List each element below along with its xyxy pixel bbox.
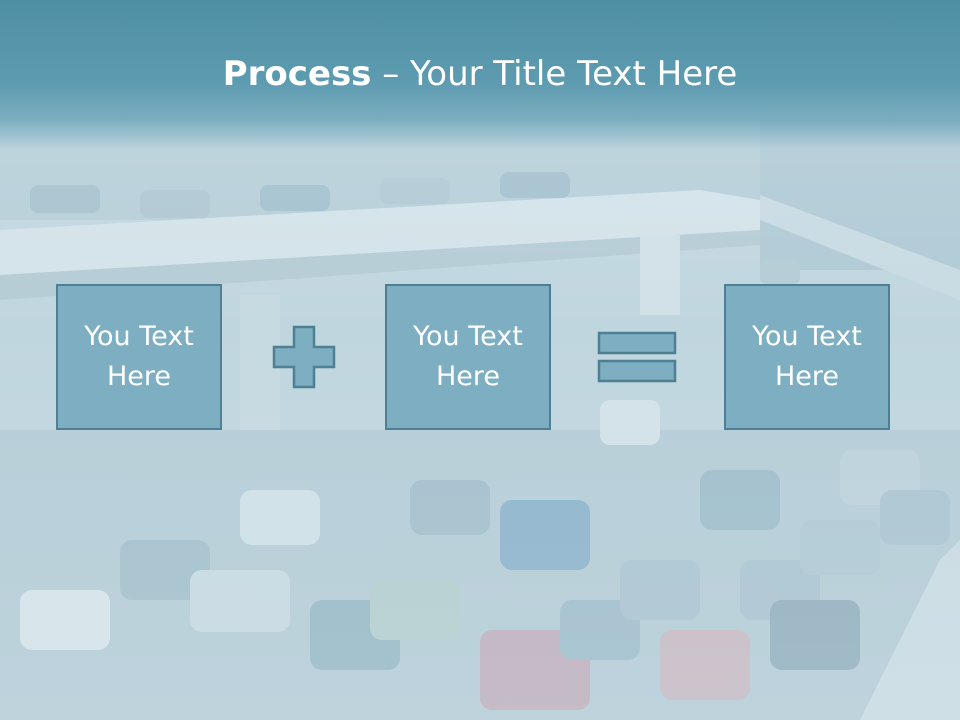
slide-title: Process – Your Title Text Here [0, 52, 960, 96]
equals-icon [597, 331, 677, 383]
process-box-2-text: You Text Here [398, 317, 538, 397]
process-box-2-line-1: You Text [413, 321, 523, 352]
process-box-1: You Text Here [56, 284, 222, 430]
process-box-3: You Text Here [724, 284, 890, 430]
process-box-3-line-2: Here [774, 361, 840, 392]
process-box-2: You Text Here [385, 284, 551, 430]
plus-icon [272, 325, 336, 389]
process-box-2-line-2: Here [435, 361, 501, 392]
process-box-1-line-2: Here [106, 361, 172, 392]
process-box-1-text: You Text Here [69, 317, 209, 397]
title-bold-part: Process [222, 54, 372, 94]
process-box-3-text: You Text Here [737, 317, 877, 397]
process-box-1-line-1: You Text [84, 321, 194, 352]
process-box-3-line-1: You Text [752, 321, 862, 352]
title-band [0, 0, 960, 150]
title-rest-part: – Your Title Text Here [371, 54, 738, 94]
